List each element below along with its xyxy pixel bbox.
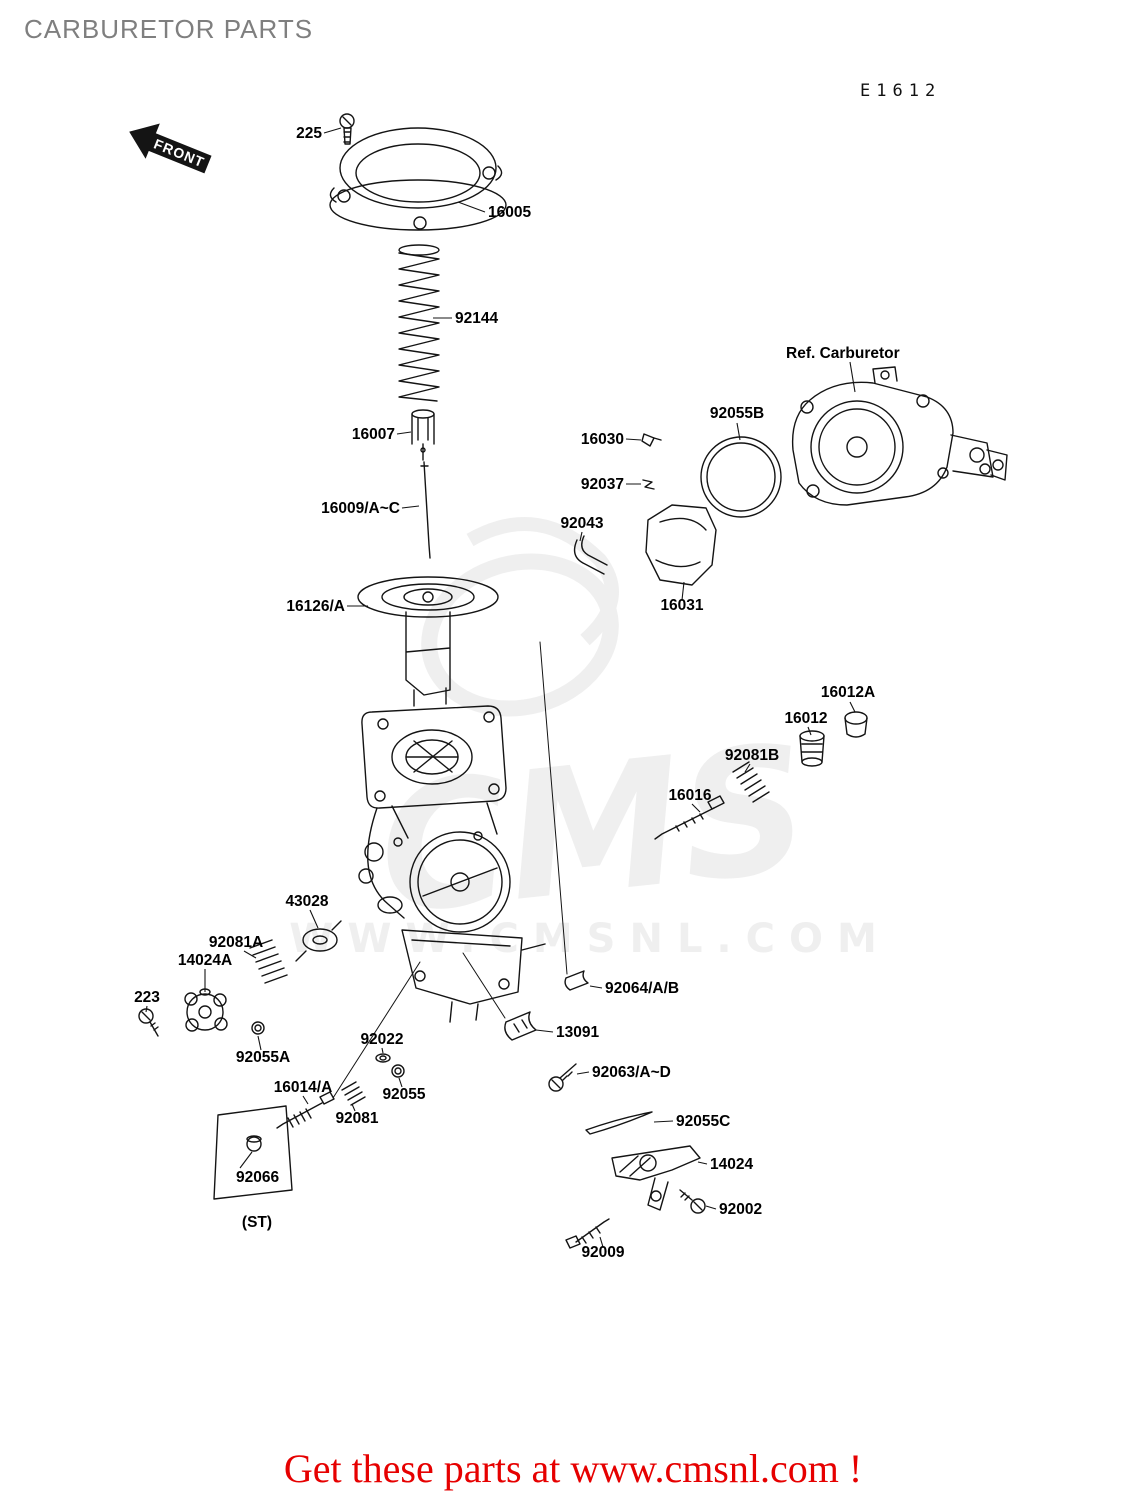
ref-carburetor-drawing <box>791 366 1008 506</box>
adjuster-screw-16014-drawing <box>276 1091 335 1129</box>
top-cover-16005-drawing <box>329 127 507 231</box>
watermark-main-text: CMS <box>370 707 817 954</box>
spring-92081-drawing <box>341 1081 366 1106</box>
part-label-43028: 43028 <box>285 893 328 910</box>
screw-223-drawing <box>138 1008 159 1037</box>
part-label-92055C: 92055C <box>676 1113 730 1130</box>
part-label-ref-carburetor: Ref. Carburetor <box>786 345 900 362</box>
footer-promo-text: Get these parts at www.cmsnl.com ! <box>284 1446 862 1491</box>
oring-92055A-drawing <box>251 1021 265 1035</box>
part-label-16009: 16009/A~C <box>321 500 400 517</box>
part-label-92063: 92063/A~D <box>592 1064 671 1081</box>
part-label-92037: 92037 <box>581 476 624 493</box>
valve-16030-drawing <box>641 433 662 447</box>
screw-92002-drawing <box>679 1189 706 1214</box>
float-14024-drawing <box>611 1145 701 1211</box>
spring-92081B-drawing <box>732 761 770 803</box>
part-label-92081A: 92081A <box>209 934 263 951</box>
diagram-code: E1612 <box>860 81 941 101</box>
part-label-st-note: (ST) <box>242 1214 272 1231</box>
part-label-92081: 92081 <box>335 1110 378 1127</box>
part-label-16030: 16030 <box>581 431 624 448</box>
part-label-92022: 92022 <box>360 1031 403 1048</box>
part-label-16126: 16126/A <box>286 598 345 615</box>
pilot-jet-92064-drawing <box>564 970 589 991</box>
carburetor-body-drawing <box>358 687 546 1023</box>
part-label-92055: 92055 <box>382 1086 425 1103</box>
screw-92063-drawing <box>548 1063 577 1092</box>
part-label-223: 223 <box>134 989 160 1006</box>
needle-16016-drawing <box>654 795 725 840</box>
disc-43028-drawing <box>295 920 342 962</box>
part-label-92043: 92043 <box>560 515 603 532</box>
oring-92055B-drawing <box>700 436 782 518</box>
bushing-16012A-drawing <box>844 711 868 738</box>
part-label-16012A: 16012A <box>821 684 875 701</box>
spring-92144-drawing <box>398 244 440 402</box>
construction-lines <box>332 641 568 1099</box>
watermark-hat <box>466 517 619 646</box>
cover-16031-drawing <box>645 504 717 586</box>
part-label-16031: 16031 <box>660 597 703 614</box>
jet-needle-16009-drawing <box>420 461 431 559</box>
wire-92043-drawing <box>573 535 608 575</box>
part-label-92055A: 92055A <box>236 1049 290 1066</box>
part-label-92081B: 92081B <box>725 747 779 764</box>
page-title: CARBURETOR PARTS <box>24 14 313 44</box>
needle-holder-16007-drawing <box>411 409 435 461</box>
holder-13091-drawing <box>504 1011 537 1041</box>
part-label-92064: 92064/A/B <box>605 980 679 997</box>
part-label-16014: 16014/A <box>274 1079 333 1096</box>
valve-seat-16012-drawing <box>799 730 825 767</box>
diaphragm-16126-drawing <box>357 576 499 696</box>
part-label-92055B: 92055B <box>710 405 764 422</box>
front-arrow-label: FRONT <box>152 136 207 171</box>
clip-92037-drawing <box>642 479 655 490</box>
part-label-13091: 13091 <box>556 1024 599 1041</box>
part-label-16007: 16007 <box>352 426 395 443</box>
part-label-92009: 92009 <box>581 1244 624 1261</box>
screw-92009-drawing <box>565 1218 610 1249</box>
part-label-92002: 92002 <box>719 1201 762 1218</box>
part-label-14024A: 14024A <box>178 952 232 969</box>
washer-92022-drawing <box>375 1053 391 1063</box>
pump-cover-14024A-drawing <box>184 988 228 1032</box>
watermark-sub-text: WWW.CMSNL.COM <box>289 916 891 962</box>
leader-lines <box>145 127 856 1248</box>
part-label-225: 225 <box>296 125 322 142</box>
screw-225-drawing <box>339 113 355 145</box>
cmsnl-watermark: CMS WWW.CMSNL.COM <box>289 517 891 962</box>
spring-92081A-drawing <box>249 939 288 984</box>
part-label-92144: 92144 <box>455 310 498 327</box>
part-label-14024: 14024 <box>710 1156 753 1173</box>
gasket-92055C-drawing <box>585 1111 653 1135</box>
part-label-16012: 16012 <box>784 710 827 727</box>
oring-92055-drawing <box>391 1064 405 1078</box>
part-label-16005: 16005 <box>488 204 531 221</box>
front-arrow-shape <box>129 123 212 174</box>
plug-92066-box-drawing <box>213 1105 293 1200</box>
part-label-92066: 92066 <box>236 1169 279 1186</box>
part-label-16016: 16016 <box>668 787 711 804</box>
front-arrow: FRONT <box>129 123 212 174</box>
